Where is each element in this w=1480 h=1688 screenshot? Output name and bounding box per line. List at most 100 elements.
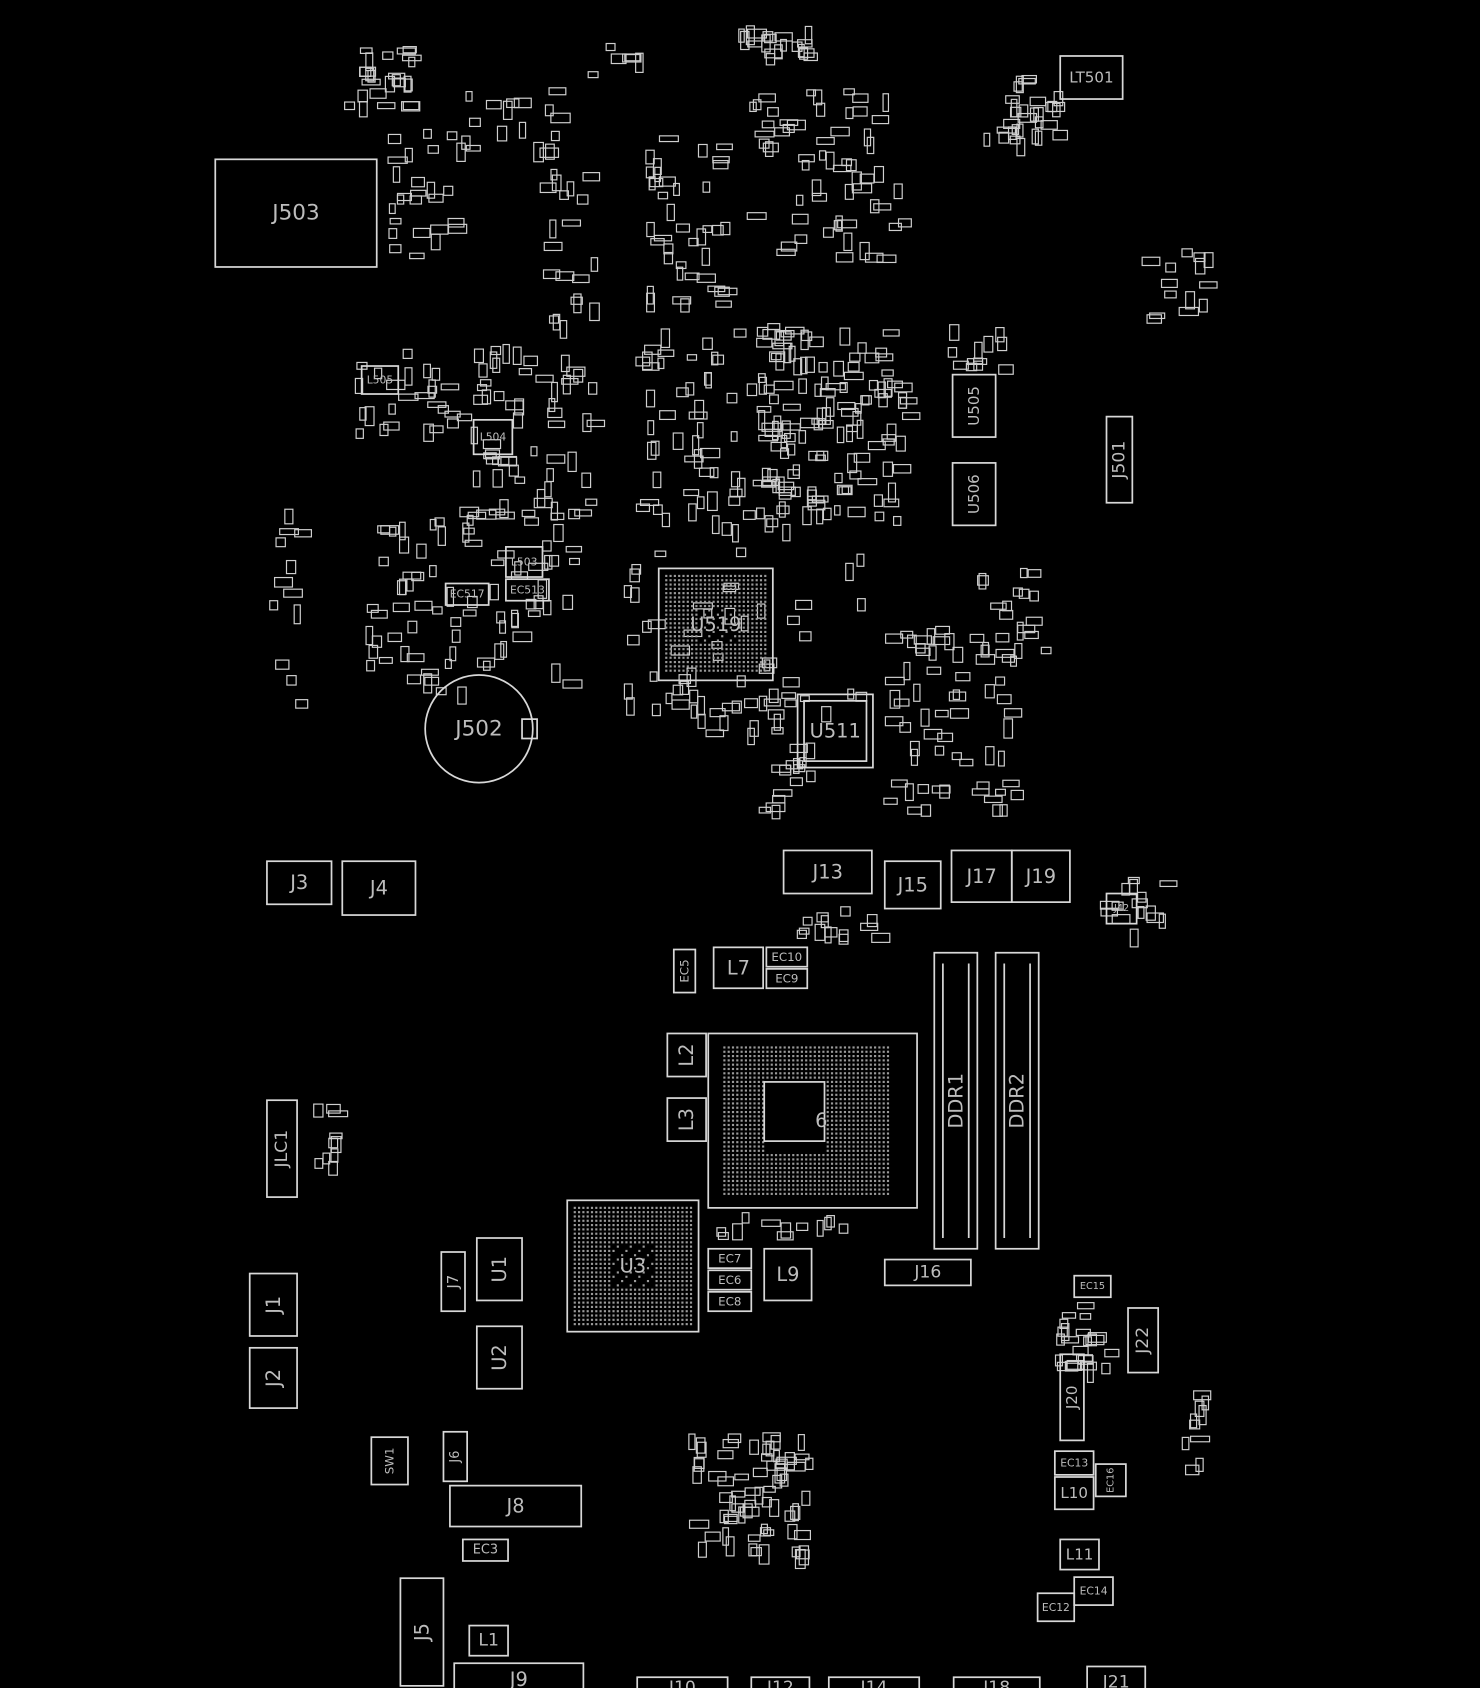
component-l7[interactable]: L7	[712, 946, 765, 990]
component-ec8[interactable]: EC8	[707, 1290, 753, 1313]
component-ec5[interactable]: EC5	[672, 948, 697, 994]
smd-pad	[800, 329, 809, 351]
component-u3[interactable]: U3	[566, 1199, 700, 1333]
component-ec513[interactable]: EC513	[505, 578, 550, 602]
smd-pad	[784, 432, 796, 443]
component-u511[interactable]: U511	[796, 693, 874, 769]
component-ec3[interactable]: EC3	[461, 1538, 509, 1562]
component-j5[interactable]: J5	[399, 1577, 445, 1687]
component-j503[interactable]: J503	[214, 158, 378, 268]
smd-pad	[663, 251, 674, 265]
component-l9[interactable]: L9	[763, 1247, 813, 1302]
component-j21[interactable]: J21	[1086, 1665, 1147, 1688]
component-u1[interactable]: U1	[475, 1237, 523, 1302]
smd-pad	[702, 181, 711, 193]
component-u506[interactable]: U506	[951, 462, 997, 527]
smd-pad	[430, 233, 441, 251]
component-ec7[interactable]: EC7	[707, 1247, 753, 1270]
smd-pad	[741, 1212, 750, 1224]
smd-pad	[883, 498, 900, 508]
component-outline	[707, 1247, 753, 1270]
component-j19[interactable]: J19	[1010, 849, 1071, 903]
smd-pad	[995, 648, 1015, 658]
smd-pad	[1201, 1395, 1210, 1411]
smd-pad	[758, 663, 775, 674]
smd-pad	[811, 192, 828, 202]
smd-pad	[690, 704, 698, 719]
smd-pad	[778, 486, 796, 496]
smd-pad	[449, 646, 457, 662]
component-label: EC5	[678, 959, 692, 982]
smd-pad	[456, 413, 473, 422]
smd-pad	[359, 407, 367, 421]
component-ddr2[interactable]: DDR2	[994, 951, 1040, 1250]
component-j42[interactable]: J42	[1105, 892, 1138, 925]
component-ec15[interactable]: EC15	[1073, 1274, 1112, 1299]
component-ec14[interactable]: EC14	[1073, 1576, 1114, 1606]
smd-pad	[416, 543, 427, 559]
component-j16[interactable]: J16	[883, 1258, 972, 1287]
smd-pad	[1079, 1313, 1092, 1320]
smd-pad	[366, 659, 376, 672]
smd-pad	[898, 396, 907, 409]
component-ec12[interactable]: EC12	[1036, 1592, 1076, 1623]
component-j12[interactable]: J12	[750, 1676, 811, 1688]
component-ec10[interactable]: EC10	[765, 946, 809, 968]
smd-pad	[749, 1439, 759, 1455]
component-j1[interactable]: J1	[248, 1272, 298, 1337]
component-j15[interactable]: J15	[883, 860, 942, 910]
component-l505[interactable]: L505	[360, 365, 400, 395]
component-j9[interactable]: J9	[453, 1662, 585, 1688]
component-j7[interactable]: J7	[440, 1251, 466, 1313]
component-j13[interactable]: J13	[782, 849, 873, 895]
component-l503[interactable]: L503	[505, 546, 544, 578]
component-j10[interactable]: J10	[636, 1676, 729, 1688]
component-l1[interactable]: L1	[468, 1624, 509, 1657]
component-u519[interactable]: U519	[657, 567, 774, 682]
smd-pad	[1029, 96, 1047, 107]
component-l504[interactable]: L504	[472, 418, 514, 456]
component-j4[interactable]: J4	[341, 860, 417, 916]
component-l3[interactable]: L3	[666, 1097, 707, 1142]
component-6[interactable]: 6	[707, 1032, 918, 1209]
smd-pad	[1009, 106, 1022, 118]
component-outline	[666, 1097, 707, 1142]
component-j8[interactable]: J8	[449, 1484, 583, 1528]
component-ec6[interactable]: EC6	[707, 1269, 753, 1291]
smd-pad	[768, 688, 779, 704]
component-j501[interactable]: J501	[1105, 415, 1134, 504]
component-j3[interactable]: J3	[266, 860, 333, 906]
component-j6[interactable]: J6	[442, 1430, 469, 1483]
smd-pad	[711, 515, 720, 535]
component-outline	[1053, 1476, 1095, 1511]
smd-pad	[787, 1523, 798, 1540]
component-j502[interactable]: J502	[424, 674, 538, 784]
component-outline	[440, 1251, 466, 1313]
component-ec517[interactable]: EC517	[444, 582, 490, 606]
component-l11[interactable]: L11	[1059, 1538, 1100, 1571]
component-j20[interactable]: J20	[1059, 1353, 1085, 1442]
smd-pad	[589, 302, 600, 322]
component-ec16[interactable]: EC16	[1094, 1463, 1127, 1498]
smd-pad	[696, 496, 705, 510]
component-j14[interactable]: J14	[827, 1676, 921, 1688]
component-label: L505	[367, 374, 394, 387]
component-ddr1[interactable]: DDR1	[933, 951, 979, 1250]
component-j17[interactable]: J17	[950, 849, 1013, 903]
smd-pad	[820, 376, 829, 391]
component-l10[interactable]: L10	[1053, 1476, 1095, 1511]
component-u2[interactable]: U2	[475, 1325, 523, 1390]
component-sw1[interactable]: SW1	[370, 1436, 409, 1486]
smd-pad	[739, 1506, 760, 1517]
smd-pad	[978, 572, 987, 590]
component-ec13[interactable]: EC13	[1053, 1450, 1095, 1476]
component-j22[interactable]: J22	[1127, 1307, 1160, 1374]
component-u505[interactable]: U505	[951, 373, 997, 438]
component-j2[interactable]: J2	[248, 1346, 298, 1409]
component-j18[interactable]: J18	[952, 1676, 1041, 1688]
component-jlc1[interactable]: JLC1	[266, 1099, 298, 1198]
component-l2[interactable]: L2	[666, 1032, 707, 1078]
component-ec9[interactable]: EC9	[765, 968, 809, 990]
component-lt501[interactable]: LT501	[1059, 55, 1124, 100]
component-outline	[505, 546, 544, 578]
